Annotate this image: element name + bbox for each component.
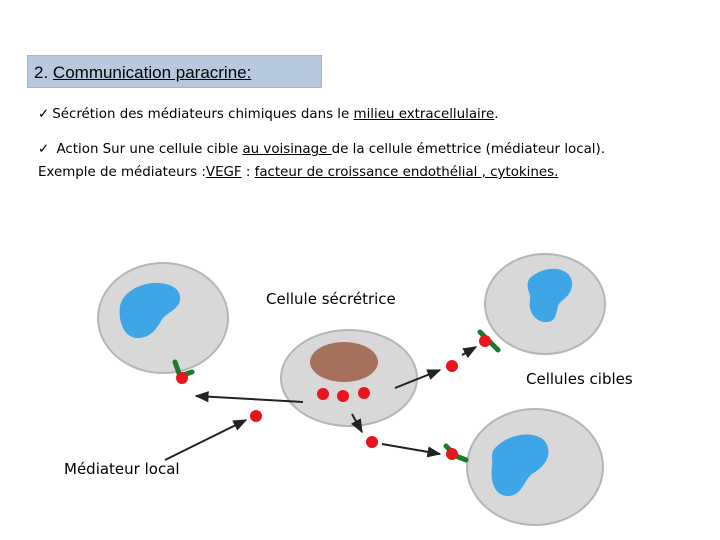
mediator-granule-icon — [337, 390, 349, 402]
arrow-icon — [462, 347, 476, 355]
receptor-icon — [446, 446, 466, 460]
mediator-bound-icon — [176, 372, 188, 384]
mediator-dot-icon — [250, 410, 262, 422]
arrow-icon — [382, 444, 440, 454]
target-cell-bottom-right — [446, 409, 603, 525]
label-local-mediator: Médiateur local — [64, 460, 180, 478]
mediator-granule-icon — [317, 388, 329, 400]
cell-nucleus — [310, 342, 378, 382]
mediator-bound-icon — [479, 335, 491, 347]
receptor-icon — [479, 332, 498, 350]
target-cell-top-left — [98, 263, 228, 384]
secretory-cell — [281, 330, 417, 426]
target-cell-top-right — [479, 254, 605, 354]
mediator-bound-icon — [446, 448, 458, 460]
label-secretory-cell: Cellule sécrétrice — [266, 290, 396, 308]
mediator-dot-icon — [366, 436, 378, 448]
mediator-granule-icon — [358, 387, 370, 399]
mediator-dot-icon — [446, 360, 458, 372]
pointer-arrow-icon — [165, 420, 246, 460]
label-target-cells: Cellules cibles — [526, 370, 633, 388]
